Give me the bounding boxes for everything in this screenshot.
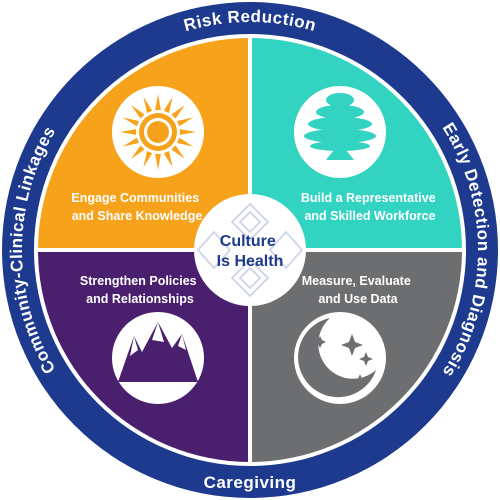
sun-ray (122, 137, 139, 147)
quadrant-top-right-label: Build a Representative and Skilled Workf… (301, 191, 439, 223)
center-label: Culture Is Health (217, 233, 284, 270)
moon-stars-icon (294, 312, 386, 404)
sun-ray (143, 151, 153, 168)
tree-icon (294, 86, 386, 178)
sun-ray (131, 145, 145, 159)
sun-ray (163, 151, 173, 168)
sun-ray (179, 129, 196, 135)
sun-ray (120, 129, 137, 135)
quadrant-bottom-right-label: Measure, Evaluate and Use Data (302, 274, 415, 306)
center-medallion: Culture Is Health (194, 194, 306, 306)
sun-ray (131, 105, 145, 119)
diamond-pattern (196, 202, 304, 298)
quadrant-top-left-label: Engage Communities and Share Knowledge (71, 191, 202, 223)
sun-ray (177, 117, 194, 127)
mountain-icon (112, 312, 204, 404)
sun-ray (163, 96, 173, 113)
sun-ray (171, 145, 185, 159)
sun-icon (112, 86, 204, 178)
sun-ray (155, 153, 161, 170)
quadrant-bottom-left-label: Strengthen Policies and Relationships (80, 274, 200, 306)
sun-ray (122, 117, 139, 127)
sun-ray (177, 137, 194, 147)
ring-label-bottom: Caregiving (204, 473, 297, 492)
sun-ray (171, 105, 185, 119)
sun-ray (155, 94, 161, 111)
sun-ray (143, 96, 153, 113)
